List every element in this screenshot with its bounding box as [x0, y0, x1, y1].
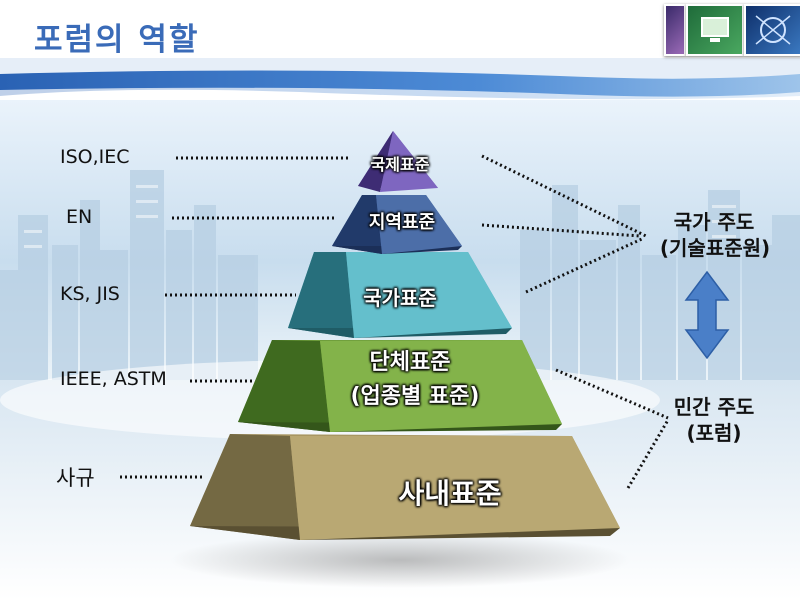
- double-arrow-icon: [684, 270, 730, 360]
- tier-2-shape: [332, 195, 462, 254]
- tier-5-label: 사내표준: [398, 477, 502, 510]
- computer-icon: [701, 17, 729, 42]
- network-icon: [755, 15, 791, 45]
- tier-3-shape: [288, 252, 512, 338]
- left-label-company-rules: 사규: [56, 466, 95, 490]
- tier-1-label: 국제표준: [370, 155, 430, 174]
- thumbnail-image-3: [744, 4, 800, 56]
- slide-title: 포럼의 역할: [34, 22, 200, 58]
- right-leader-lines: [481, 154, 670, 489]
- city-skyline: [0, 170, 800, 380]
- thumbnail-image-2: [686, 4, 744, 56]
- tier-1-shape: [358, 131, 438, 192]
- left-label-ieee-astm: IEEE, ASTM: [60, 368, 167, 390]
- tier-3-label: 국가표준: [363, 286, 437, 310]
- tier-4-label-line1: 단체표준: [369, 350, 451, 375]
- national-led-line2: (기술표준원): [659, 236, 771, 260]
- national-led-line1: 국가 주도: [673, 210, 755, 234]
- pyramid-shadow: [170, 532, 630, 588]
- tier-5-shape: [190, 434, 620, 540]
- left-label-ks-jis: KS, JIS: [60, 283, 120, 305]
- private-led-line1: 민간 주도: [673, 395, 755, 419]
- tier-4-label-line2: (업종별 표준): [350, 384, 480, 409]
- header-blue-band: [0, 70, 800, 100]
- left-label-iso-iec: ISO,IEC: [60, 146, 130, 168]
- header-band-highlight: [0, 87, 800, 104]
- tier-2-label: 지역표준: [368, 212, 436, 233]
- left-label-en: EN: [66, 206, 93, 228]
- left-leader-lines: [120, 156, 350, 479]
- tier-4-shape: [238, 340, 562, 432]
- thumbnail-image-1: [664, 4, 686, 56]
- private-led-line2: (포럼): [686, 421, 742, 445]
- skyline-windows: [24, 185, 736, 248]
